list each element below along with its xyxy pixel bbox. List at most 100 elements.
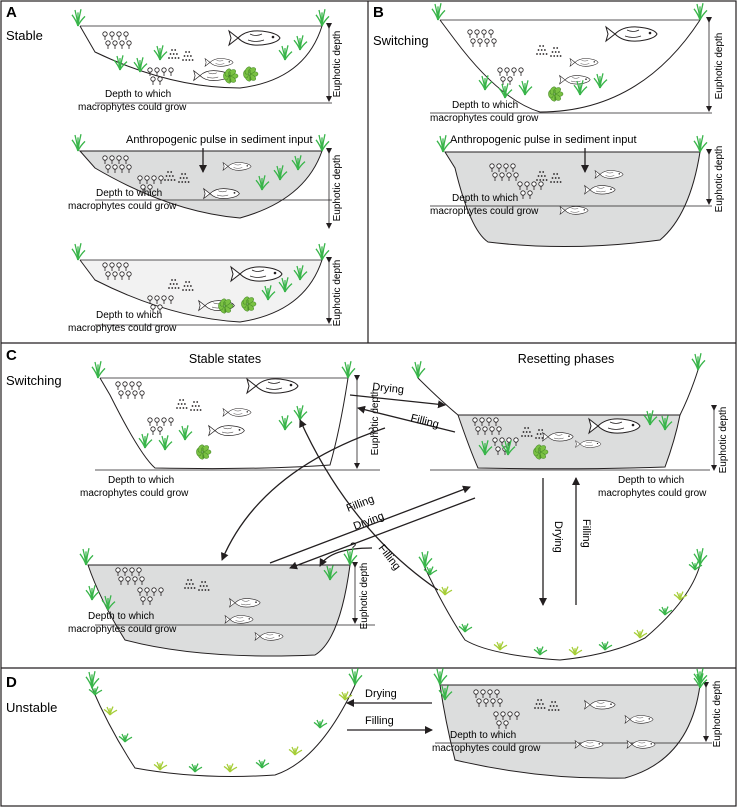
grass-icon: [343, 548, 358, 566]
lake-c-clear: Euphotic depth Depth to which macrophyte…: [80, 375, 381, 499]
drying-label: Drying: [365, 688, 397, 700]
depth-label-line1: Depth to which: [452, 100, 518, 111]
grass-icon: [658, 606, 673, 616]
zooplankton-icon: [147, 417, 174, 435]
grass-icon: [568, 646, 583, 656]
aquatic-plant-icon: [548, 86, 564, 102]
panel-d-letter: D: [6, 674, 17, 691]
euphotic-depth-label: Euphotic depth: [718, 407, 729, 474]
grass-icon: [341, 361, 356, 379]
grass-icon: [133, 57, 148, 73]
depth-label-line2: macrophytes could grow: [68, 323, 177, 334]
fish-icon: [605, 25, 658, 43]
depth-label-line1: Depth to which: [108, 475, 174, 486]
grass-icon: [153, 761, 168, 771]
phytoplankton-icon: [178, 173, 190, 183]
grass-icon: [643, 410, 658, 426]
fish-icon: [224, 614, 254, 624]
zooplankton-icon: [137, 587, 164, 605]
grass-icon: [113, 55, 128, 71]
lake-c-reset: Euphotic depth Depth to which macrophyte…: [417, 369, 729, 499]
grass-icon: [293, 35, 308, 51]
grass-icon: [693, 548, 708, 566]
question-label: ?: [350, 541, 356, 553]
depth-label-line2: macrophytes could grow: [430, 206, 539, 217]
question-arrow: [221, 427, 386, 561]
phytoplankton-icon: [168, 49, 180, 59]
grass-icon: [458, 623, 473, 633]
filling-arrow: [299, 419, 439, 591]
filling-label: Filling: [409, 412, 440, 431]
grass-icon: [88, 686, 103, 696]
grass-icon: [71, 243, 86, 261]
zooplankton-icon: [489, 163, 519, 181]
grass-icon: [293, 265, 308, 281]
lake-a3: Euphotic depth Depth to which macrophyte…: [68, 257, 343, 334]
grass-icon: [278, 277, 293, 293]
depth-label-line2: macrophytes could grow: [430, 113, 539, 124]
stable-states-heading: Stable states: [189, 352, 261, 366]
phytoplankton-icon: [168, 279, 180, 289]
grass-icon: [498, 83, 513, 99]
phytoplankton-icon: [534, 699, 546, 709]
lake-b1: Euphotic depth Depth to which macrophyte…: [430, 17, 725, 124]
panel-b: Euphotic depth Depth to which macrophyte…: [430, 17, 725, 248]
fish-icon: [222, 407, 252, 417]
grass-icon: [433, 668, 448, 686]
fish-icon: [542, 431, 574, 442]
grass-icon: [188, 763, 203, 773]
grass-icon: [338, 691, 353, 701]
dry-basin-d: [88, 684, 356, 777]
phytoplankton-icon: [198, 581, 210, 591]
filling-label: Filling: [580, 519, 592, 548]
grass-icon: [478, 75, 493, 91]
depth-label-line1: Depth to which: [96, 188, 162, 199]
panel-b-state: Switching: [373, 33, 429, 48]
grass-icon: [91, 361, 106, 379]
euphotic-depth-label: Euphotic depth: [332, 260, 343, 327]
filling-label: Filling: [365, 715, 394, 727]
euphotic-depth-label: Euphotic depth: [359, 563, 370, 630]
panel-b-letter: B: [373, 4, 384, 21]
grass-icon: [278, 45, 293, 61]
grass-icon: [255, 759, 270, 769]
fish-icon: [204, 57, 234, 67]
zooplankton-icon: [102, 262, 132, 280]
grass-icon: [85, 585, 100, 601]
grass-icon: [223, 763, 238, 773]
lake-b2: Euphotic depth Depth to which macrophyte…: [430, 134, 725, 248]
zooplankton-icon: [473, 689, 503, 707]
fish-icon: [584, 184, 616, 195]
fish-icon: [208, 424, 245, 437]
grass-icon: [533, 646, 548, 656]
grass-icon: [423, 566, 438, 576]
aquatic-plant-icon: [241, 296, 257, 312]
grass-icon: [273, 165, 288, 181]
lake-d-turbid: Euphotic depth Depth to which macrophyte…: [432, 673, 723, 779]
phytoplankton-icon: [536, 45, 548, 55]
pulse-label: Anthropogenic pulse in sediment input: [126, 134, 313, 146]
fish-icon: [624, 714, 654, 724]
drying-label: Drying: [372, 381, 405, 396]
aquatic-plant-icon: [223, 68, 239, 84]
fish-icon: [626, 739, 656, 749]
depth-label-line1: Depth to which: [618, 475, 684, 486]
depth-label-line2: macrophytes could grow: [432, 743, 541, 754]
depth-label-line2: macrophytes could grow: [598, 488, 707, 499]
grass-icon: [501, 440, 516, 456]
zooplankton-icon: [102, 155, 132, 173]
phytoplankton-icon: [182, 281, 194, 291]
fish-icon: [254, 631, 284, 641]
fish-icon: [559, 205, 589, 215]
depth-label-line2: macrophytes could grow: [68, 624, 177, 635]
panel-a: Euphotic depth Depth to which macrophyte…: [68, 23, 343, 334]
dry-basin-c: [423, 561, 703, 661]
lake-c-turbid: Euphotic depth Depth to which macrophyte…: [68, 562, 375, 657]
panel-a-letter: A: [6, 4, 17, 21]
grass-icon: [493, 641, 508, 651]
phytoplankton-icon: [184, 579, 196, 589]
pulse-label: Anthropogenic pulse in sediment input: [450, 134, 637, 146]
grass-icon: [658, 415, 673, 431]
zooplankton-icon: [497, 67, 524, 85]
